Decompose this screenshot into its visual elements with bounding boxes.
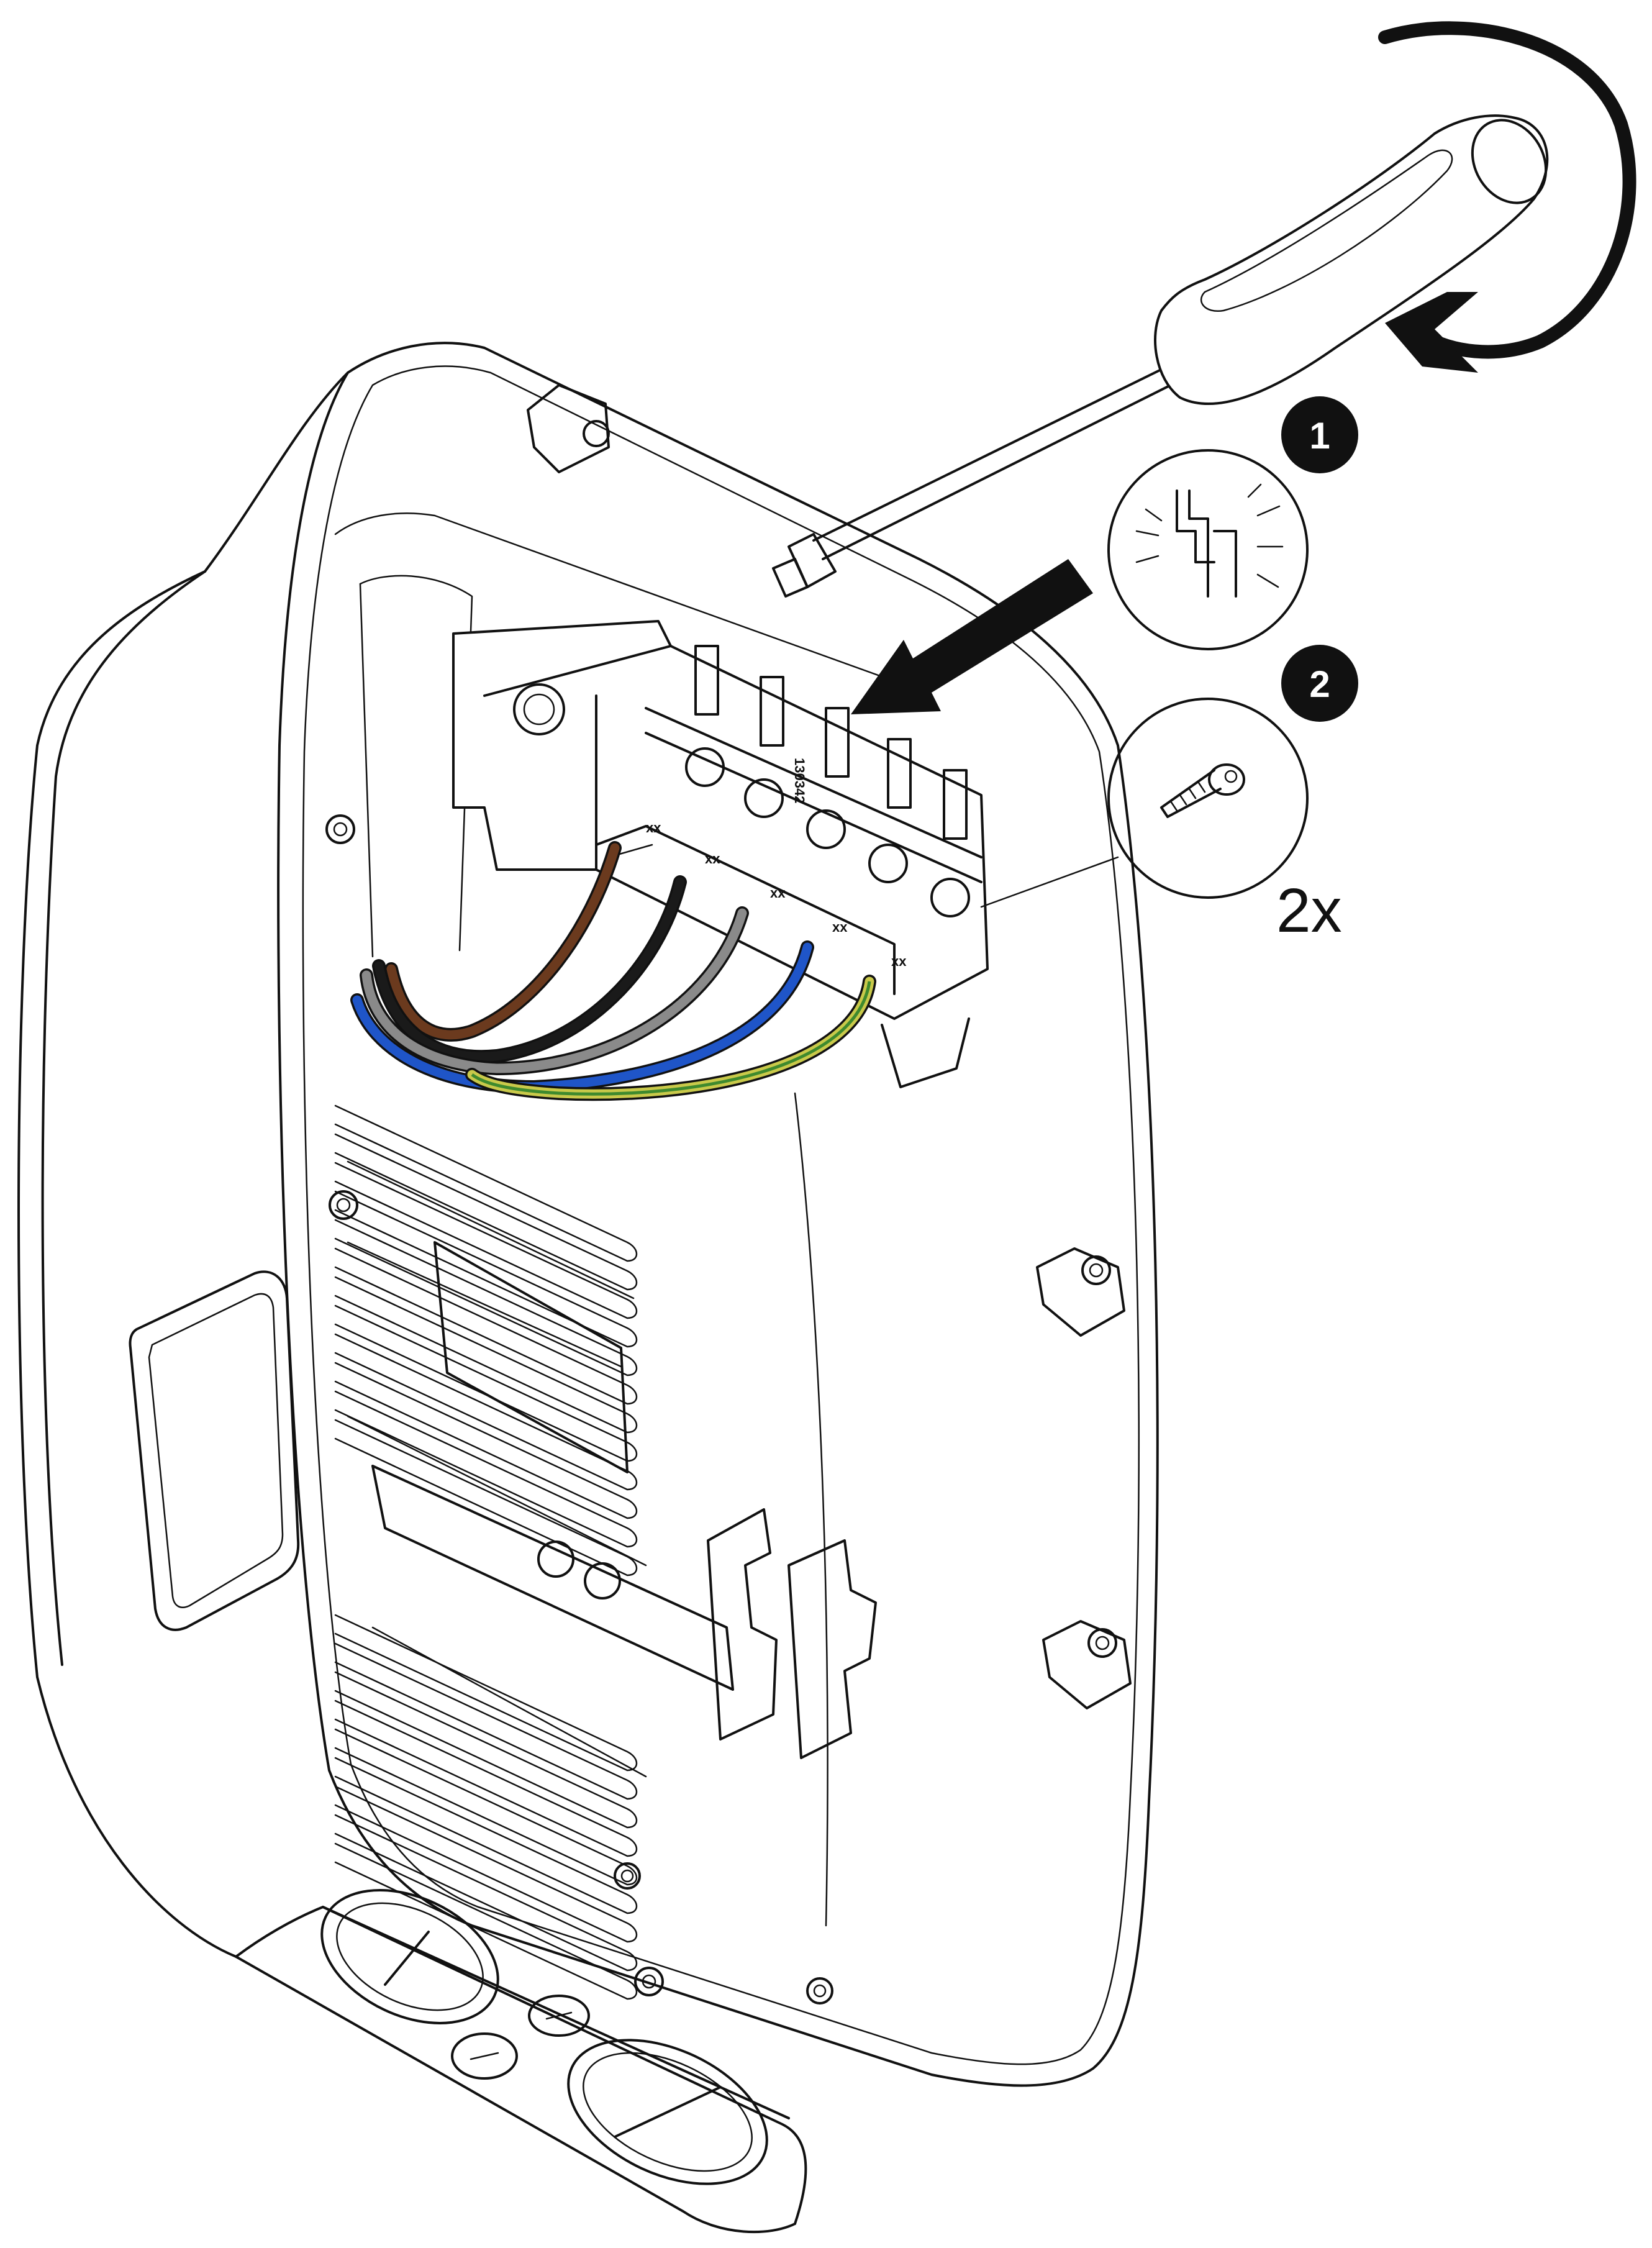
din-rail-bracket xyxy=(371,1465,877,1759)
cooling-fin xyxy=(334,1390,638,1548)
cooling-fin xyxy=(334,1419,638,1577)
cooling-fin xyxy=(334,1362,638,1519)
cooling-fin xyxy=(334,1728,638,1886)
cooling-fin xyxy=(334,1247,638,1405)
pointer-arrow-icon xyxy=(851,559,1093,714)
terminal-mark: xx xyxy=(770,885,786,901)
wire-grey xyxy=(361,908,747,1073)
enclosure-housing xyxy=(17,342,1159,2234)
wire-outline xyxy=(384,841,622,1042)
rotation-arrow-icon xyxy=(1378,21,1636,373)
step-2: 2 2x xyxy=(1107,645,1358,945)
terminal-mark: xx xyxy=(832,919,848,935)
loosen-terminal-icon xyxy=(1107,449,1309,650)
cooling-fin xyxy=(334,1333,638,1491)
cooling-fin xyxy=(334,1842,638,2000)
terminal-mark: xx xyxy=(705,851,720,867)
cooling-fin xyxy=(334,1671,638,1829)
cooling-fin xyxy=(334,1757,638,1914)
cooling-fin xyxy=(334,1700,638,1857)
wire-green-stripe xyxy=(471,981,871,1096)
step-2-number: 2 xyxy=(1309,663,1330,705)
wire-brown xyxy=(386,843,620,1040)
step-2-badge xyxy=(1281,645,1358,722)
screw-icon xyxy=(1107,698,1309,899)
terminal-block-part-code: 130342 xyxy=(792,758,807,803)
mounting-post-top xyxy=(527,384,610,473)
step-1: 1 xyxy=(1107,396,1358,650)
terminal-mark: xx xyxy=(891,953,907,969)
part-code-label: 130342 xyxy=(792,758,807,803)
wires xyxy=(350,841,876,1101)
step-1-number: 1 xyxy=(1309,415,1330,457)
mounting-post-right-lower xyxy=(1042,1620,1132,1709)
leader-line xyxy=(980,856,1119,908)
terminal-mark: xx xyxy=(646,820,661,835)
cooling-fin xyxy=(334,1304,638,1462)
cooling-fin xyxy=(334,1814,638,1972)
wire-blue xyxy=(352,942,812,1092)
cooling-fin xyxy=(334,1133,638,1291)
terminal-marks: xx xx xx xx xx xyxy=(646,820,907,969)
cooling-fin xyxy=(334,1785,638,1943)
wire-black xyxy=(374,877,685,1062)
cooling-fin xyxy=(334,1642,638,1800)
cooling-fin xyxy=(334,1104,638,1262)
cooling-fin xyxy=(334,1162,638,1319)
screwdriver-icon xyxy=(772,114,1549,598)
cooling-fins xyxy=(334,1104,638,2000)
step-1-badge xyxy=(1281,396,1358,473)
back-panel xyxy=(347,575,828,1927)
terminal-block xyxy=(452,620,989,1088)
cooling-fin xyxy=(334,1190,638,1348)
side-window xyxy=(129,1270,300,1631)
cooling-fin xyxy=(334,1276,638,1434)
mounting-post-right-upper xyxy=(1036,1247,1125,1337)
screw-holes xyxy=(325,814,833,2005)
cooling-fin xyxy=(334,1219,638,1377)
screw-quantity: 2x xyxy=(1276,876,1342,945)
cooling-fin xyxy=(334,1614,638,1772)
bottom-knockouts xyxy=(320,1889,768,2185)
